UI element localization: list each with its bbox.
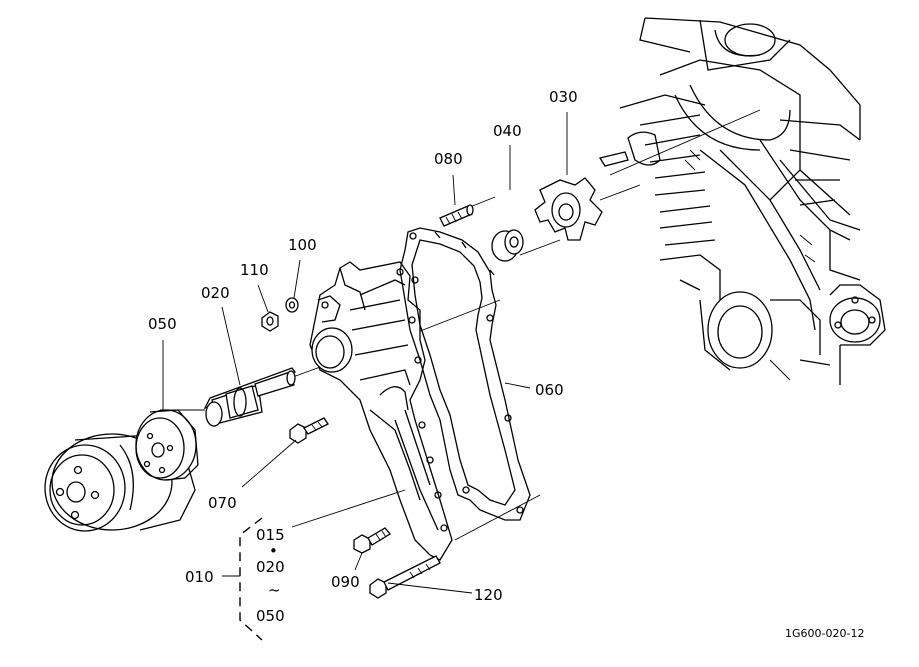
pump-shaft-bearing <box>203 367 297 427</box>
bullet-separator: • <box>269 542 278 560</box>
label-050: 050 <box>148 315 177 333</box>
label-120: 120 <box>474 586 503 604</box>
label-040: 040 <box>493 122 522 140</box>
nut <box>261 311 279 332</box>
label-080: 080 <box>434 150 463 168</box>
label-010: 010 <box>185 568 214 586</box>
label-015: 015 <box>256 526 285 544</box>
impeller <box>534 177 603 241</box>
figure-code: 1G600-020-12 <box>785 627 864 640</box>
label-110: 110 <box>240 261 269 279</box>
range-tilde: ~ <box>268 581 281 599</box>
pump-flange <box>135 409 199 481</box>
bolt-070 <box>289 417 329 444</box>
mechanical-seal <box>491 229 524 262</box>
label-030: 030 <box>549 88 578 106</box>
bolt-090 <box>353 527 391 554</box>
pump-housing <box>309 261 453 561</box>
label-090: 090 <box>331 573 360 591</box>
label-050-sub: 050 <box>256 607 285 625</box>
label-070: 070 <box>208 494 237 512</box>
washer <box>285 297 299 313</box>
assembly-group-bracket <box>222 517 263 641</box>
label-020: 020 <box>201 284 230 302</box>
stud-bolt <box>439 204 474 227</box>
pump-gasket <box>399 227 541 541</box>
label-060: 060 <box>535 381 564 399</box>
bolt-120 <box>369 555 441 599</box>
label-100: 100 <box>288 236 317 254</box>
engine-block-outline <box>598 17 886 385</box>
leader-lines <box>162 112 568 594</box>
label-020-sub: 020 <box>256 558 285 576</box>
